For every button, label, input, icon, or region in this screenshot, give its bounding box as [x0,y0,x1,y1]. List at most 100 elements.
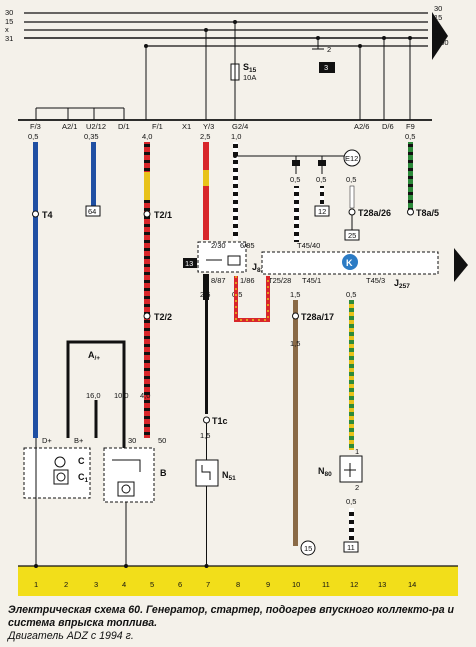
ground-num-9: 9 [266,580,270,589]
wire-size-w14: 1,5 [200,431,210,440]
generator-C: D+ B+ C C1 [23,436,91,566]
wire-black-white-g24: 1,0 E12 [231,132,361,240]
fuse-sub: 15 [249,67,257,74]
ground-num-11: 11 [322,580,330,589]
wire-T28a26: 0,5 T28a/26 25 [344,175,391,241]
label-c15: 15 [304,544,312,553]
wire-size-w17: 0,5 [346,497,356,506]
label-T45-3: T45/3 [366,276,385,285]
gen-pin-dplus: D+ [42,436,52,445]
ground-num-1: 1 [34,580,38,589]
starter-pin-50: 50 [158,436,166,445]
tag-11: 11 [347,543,355,552]
conn-D1: D/1 [118,122,130,131]
fuse-name: S15 [243,62,257,74]
label-T25-28: T25/28 [268,276,291,285]
label-B: B [160,468,167,478]
wire-blue-64: 0,35 64 [84,132,101,217]
wire-red-yellow: 2,5 2,5 T1c 1,5 [200,132,228,460]
caption-engine: Двигатель ADZ с 1994 г. [8,630,134,642]
wire-red-black-starter: 4,0 T2/1 T2/2 4,0 [140,132,172,438]
wire-size-w19: 10,0 [114,391,129,400]
wire-size-w13: 4,0 [140,391,150,400]
bus-feeds [35,30,411,120]
label-C1-sub: 1 [85,477,89,484]
n80-pin-1: 1 [355,447,359,456]
fuse-s15: S15 10A [230,22,257,120]
label-T8a5: T8a/5 [416,208,439,218]
label-J81: J81 [252,262,265,274]
wire-size-w6: 0,5 [290,175,300,184]
battery-cable-A: A/+ 16,0 10,0 [66,340,129,438]
ground-num-10: 10 [292,580,300,589]
wire-size-w5: 1,0 [231,132,241,141]
relay-pin-230: 2/30 [211,241,226,250]
relay-J81: 13 2/30 6/85 8/87 1/86 J81 [183,241,265,285]
label-E12: E12 [345,154,358,163]
bus-label-30-right: 30 [434,4,442,13]
wire-size-w18: 16,0 [86,391,101,400]
label-T1c: T1c [212,416,228,426]
ground-num-5: 5 [150,580,154,589]
caption-title: Электрическая схема 60. Генератор, старт… [8,604,455,629]
bus-label-15: 15 [5,17,13,26]
conn-F1: F/1 [152,122,163,131]
ground-num-4: 4 [122,580,126,589]
label-A: A/+ [88,350,100,362]
heater-N51: N51 [195,459,236,566]
wire-size-w16: 0,5 [346,290,356,299]
wire-brown-T28a17: 1,5 T28a/17 1,5 15 [290,290,334,556]
conn-A26: A2/6 [354,122,369,131]
bus-label-31: 31 [5,34,13,43]
label-J81-sub: 81 [257,267,265,274]
figure-caption: Электрическая схема 60. Генератор, старт… [8,604,470,643]
label-J257-sub: 257 [399,283,410,290]
ground-num-14: 14 [408,580,416,589]
fuse-rating: 10A [243,73,256,82]
wire-blue-d-plus: 0,5 T4 [28,132,53,438]
label-N80-sub: 80 [325,471,333,478]
tag-12: 12 [318,207,326,216]
wire-size-w4: 2,5 [200,132,210,141]
label-T2-2: T2/2 [154,312,172,322]
relay-block-3-label: 3 [324,63,328,72]
wire-size-w2: 0,35 [84,132,99,141]
ground-num-3: 3 [94,580,98,589]
wire-size-w7: 0,5 [316,175,326,184]
wire-size-w9: 2,5 [200,290,210,299]
wire-size-w3: 4,0 [142,132,152,141]
label-C: C [78,456,85,466]
ground-num-12: 12 [350,580,358,589]
ground-num-6: 6 [178,580,182,589]
bus-label-x: x [5,25,9,34]
n80-pin-2: 2 [355,483,359,492]
label-N51: N51 [222,470,236,482]
label-T2-1: T2/1 [154,210,172,220]
wire-tag-12: 0,5 12 [314,175,330,217]
relay-block-3: 3 2 [312,38,335,73]
starter-pin-30: 30 [128,436,136,445]
label-N80: N80 [318,466,332,478]
ground-num-2: 2 [64,580,68,589]
conn-G24: G2/4 [232,122,248,131]
gen-pin-bplus: B+ [74,436,84,445]
bus-label-15-right: 15 [434,13,442,22]
connector-row: F/3 A2/1 U2/12 D/1 F/1 X1 Y/3 G2/4 A2/6 … [18,119,432,131]
ground-num-13: 13 [378,580,386,589]
power-buses: 30 15 x 31 30 15 x 31 1 50 [5,4,449,60]
label-N51-sub: 51 [229,475,237,482]
label-T4: T4 [42,210,53,220]
bus-label-31-right: 31 [434,31,442,40]
bus-label-50-right: 1 50 [434,38,449,47]
tag-25: 25 [348,231,356,240]
wire-size-w15: 1,5 [290,339,300,348]
relay-pin-186: 1/86 [240,276,255,285]
wire-green-black-f9: 0,5 T8a/5 [405,132,439,218]
conn-X1: X1 [182,122,191,131]
label-T45-1: T45/1 [302,276,321,285]
conn-D6: D/6 [382,122,394,131]
label-T45-40: T45/40 [297,241,320,250]
conn-A21: A2/1 [62,122,77,131]
label-A-sub: /+ [95,355,101,362]
bus-label-x-right: x [434,22,438,31]
